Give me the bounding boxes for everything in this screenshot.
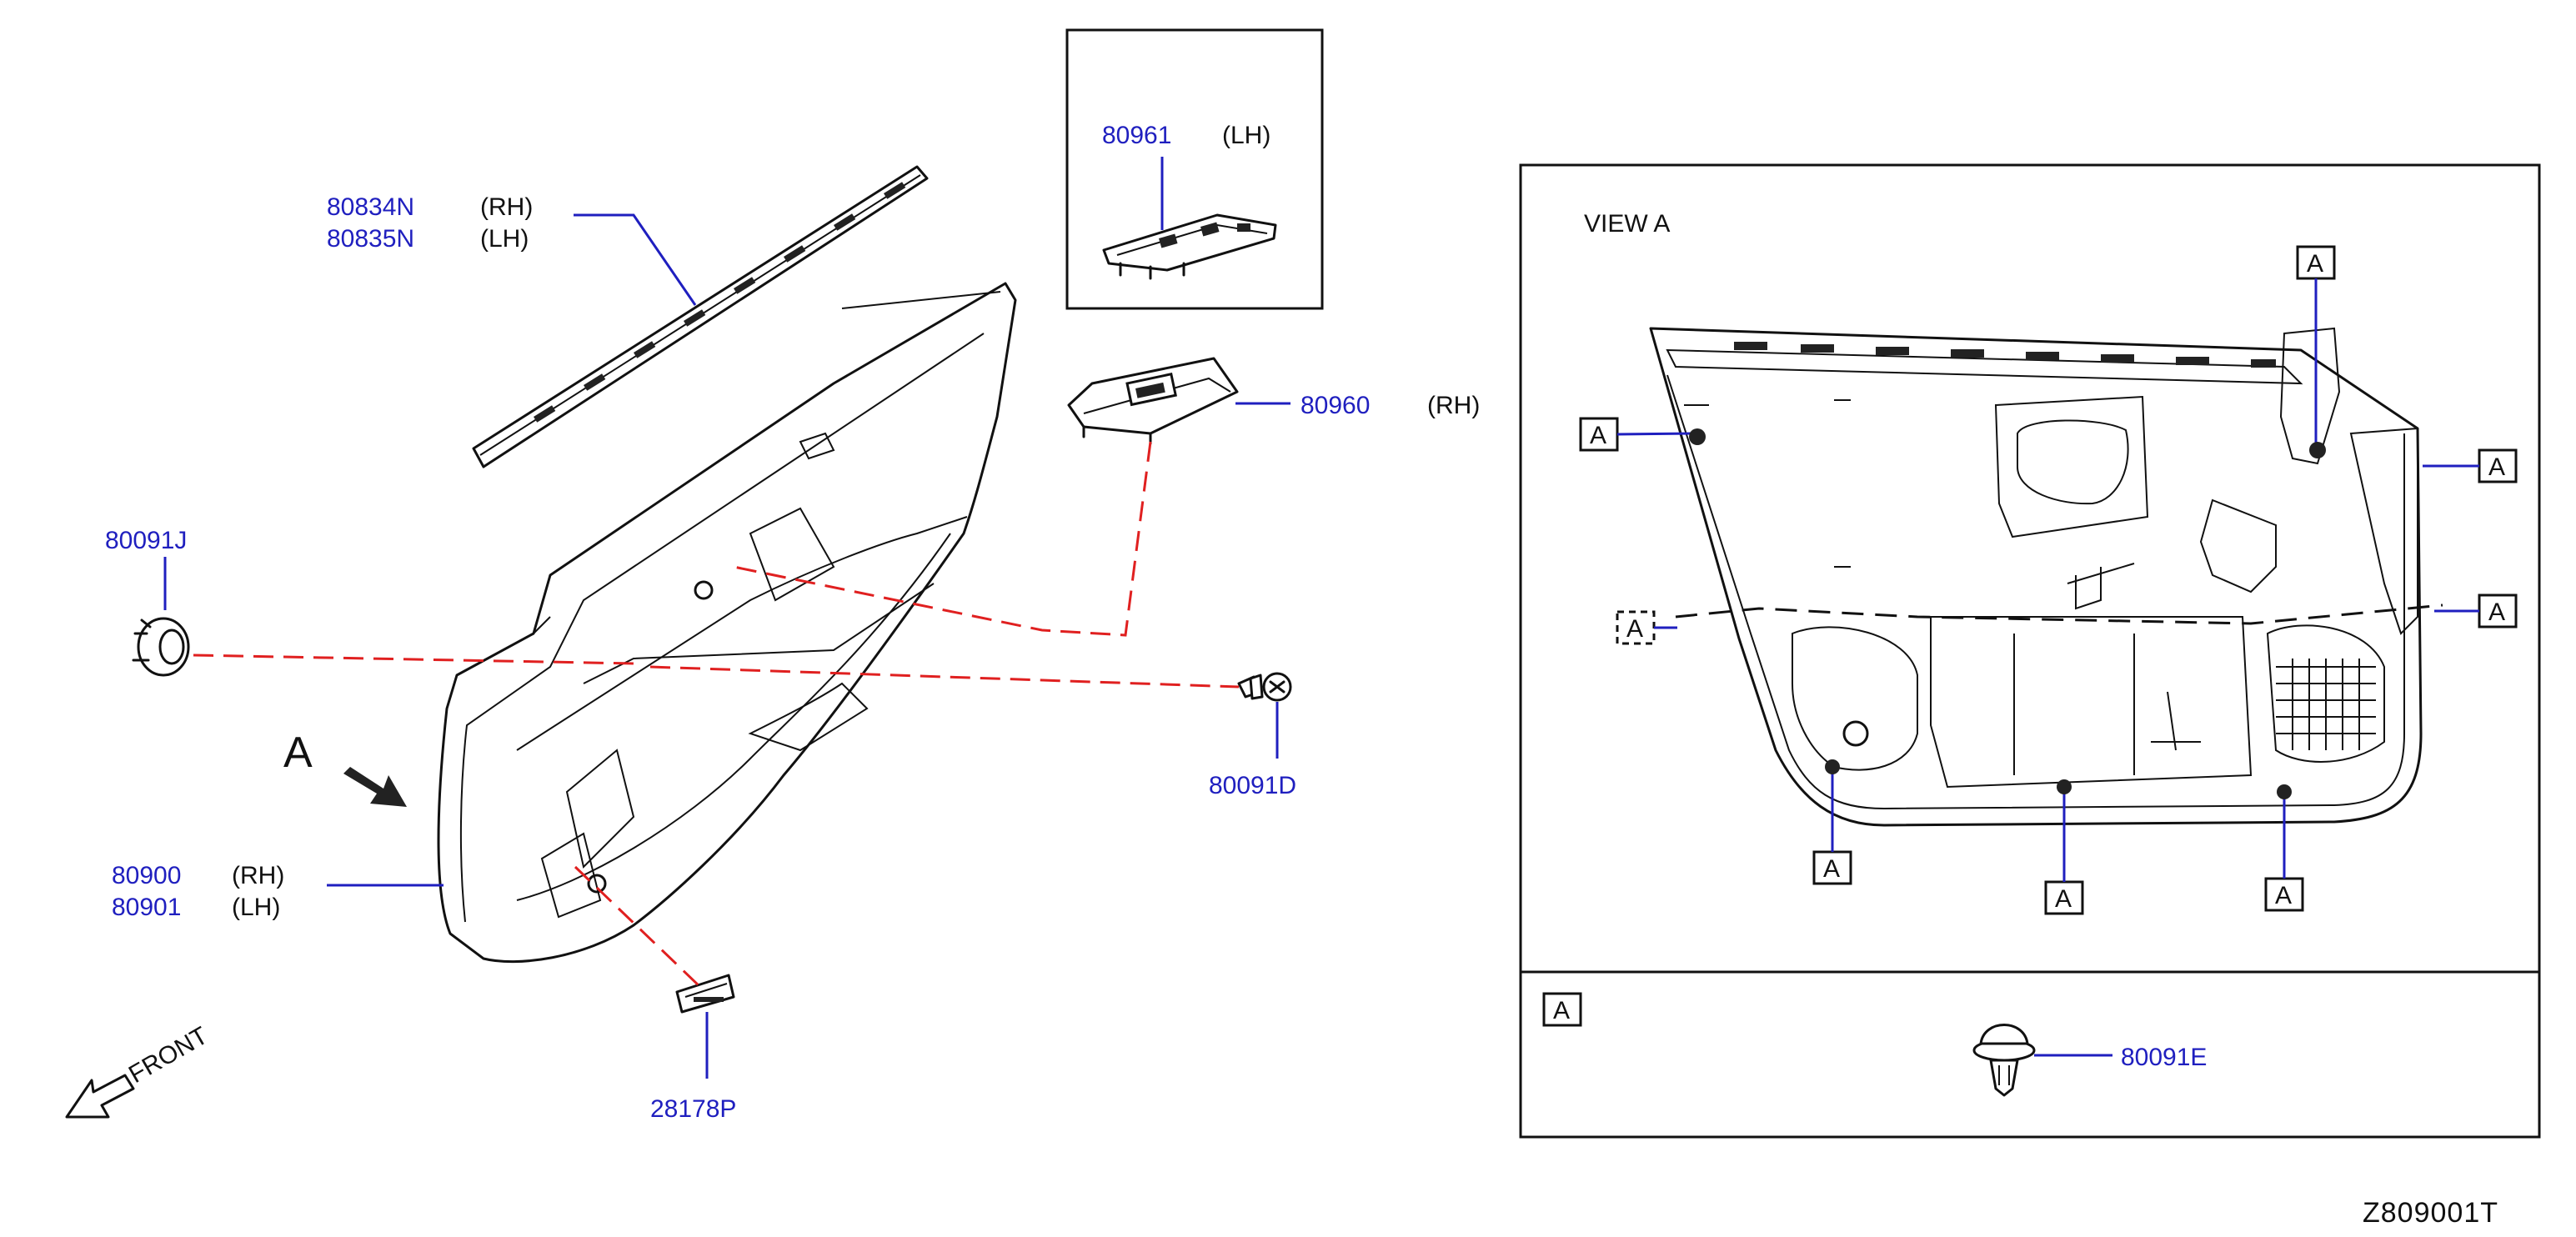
view-a-frame — [1519, 163, 2541, 1139]
clip-locations — [1689, 428, 2326, 799]
side-lh-80901: (LH) — [232, 894, 280, 921]
front-label: FRONT — [124, 1022, 213, 1089]
svg-text:A: A — [1626, 615, 1643, 643]
part-number-80960: 80960 — [1301, 392, 1370, 419]
lamp-28178p — [675, 974, 735, 1014]
part-number-80091e: 80091E — [2121, 1044, 2207, 1071]
part-number-80835n: 80835N — [327, 225, 414, 253]
marker-a-detail: A — [1542, 992, 1582, 1027]
marker-a-4: A — [2478, 593, 2518, 629]
inset-box-lh-switch — [1065, 28, 1324, 310]
assembly-dashed-lines — [193, 441, 1240, 989]
speaker-grille — [2276, 659, 2376, 750]
svg-text:A: A — [2488, 598, 2505, 626]
switch-finisher-rh — [1067, 357, 1239, 445]
marker-a-1: A — [1579, 417, 1619, 452]
clip-80091j — [132, 617, 190, 677]
marker-a-5: A — [1616, 610, 1656, 645]
part-number-80901: 80901 — [112, 894, 181, 921]
view-arrow — [343, 767, 407, 807]
view-a-hidden-line — [1675, 603, 2443, 625]
side-lh-80835n: (LH) — [480, 225, 529, 253]
front-arrow — [65, 1074, 135, 1119]
svg-text:A: A — [2275, 882, 2292, 909]
marker-a-2: A — [2296, 245, 2336, 280]
view-a-title: VIEW A — [1584, 210, 1670, 238]
svg-text:A: A — [1823, 855, 1840, 883]
marker-a-3: A — [2478, 448, 2518, 483]
clip-80091d — [1237, 672, 1292, 702]
side-rh-80900: (RH) — [232, 862, 284, 889]
part-number-80900: 80900 — [112, 862, 181, 889]
door-inner-view — [1649, 327, 2423, 827]
door-weatherstrip — [472, 165, 929, 468]
side-rh-80960: (RH) — [1427, 392, 1480, 419]
marker-a-8: A — [2264, 877, 2304, 912]
view-arrow-letter: A — [283, 729, 313, 777]
part-number-28178p: 28178P — [650, 1095, 736, 1123]
svg-text:A: A — [1590, 422, 1606, 449]
diagram-id: Z809001T — [2363, 1197, 2498, 1229]
part-number-80091d: 80091D — [1209, 772, 1296, 799]
svg-text:A: A — [1553, 997, 1570, 1024]
side-lh-80961: (LH) — [1222, 122, 1270, 149]
svg-text:A: A — [2055, 885, 2072, 913]
part-number-80961: 80961 — [1102, 122, 1171, 149]
marker-a-7: A — [2044, 880, 2084, 915]
part-number-80091j: 80091J — [105, 527, 187, 554]
svg-text:A: A — [2307, 250, 2323, 278]
svg-text:A: A — [2488, 453, 2505, 481]
door-trim-panel — [437, 282, 1017, 964]
part-number-80834n: 80834N — [327, 193, 414, 221]
leader-weatherstrip — [574, 213, 697, 306]
side-rh-80834n: (RH) — [480, 193, 533, 221]
switch-finisher-lh — [1102, 213, 1277, 280]
marker-a-6: A — [1812, 850, 1852, 885]
clip-80091e — [1972, 1024, 2036, 1097]
